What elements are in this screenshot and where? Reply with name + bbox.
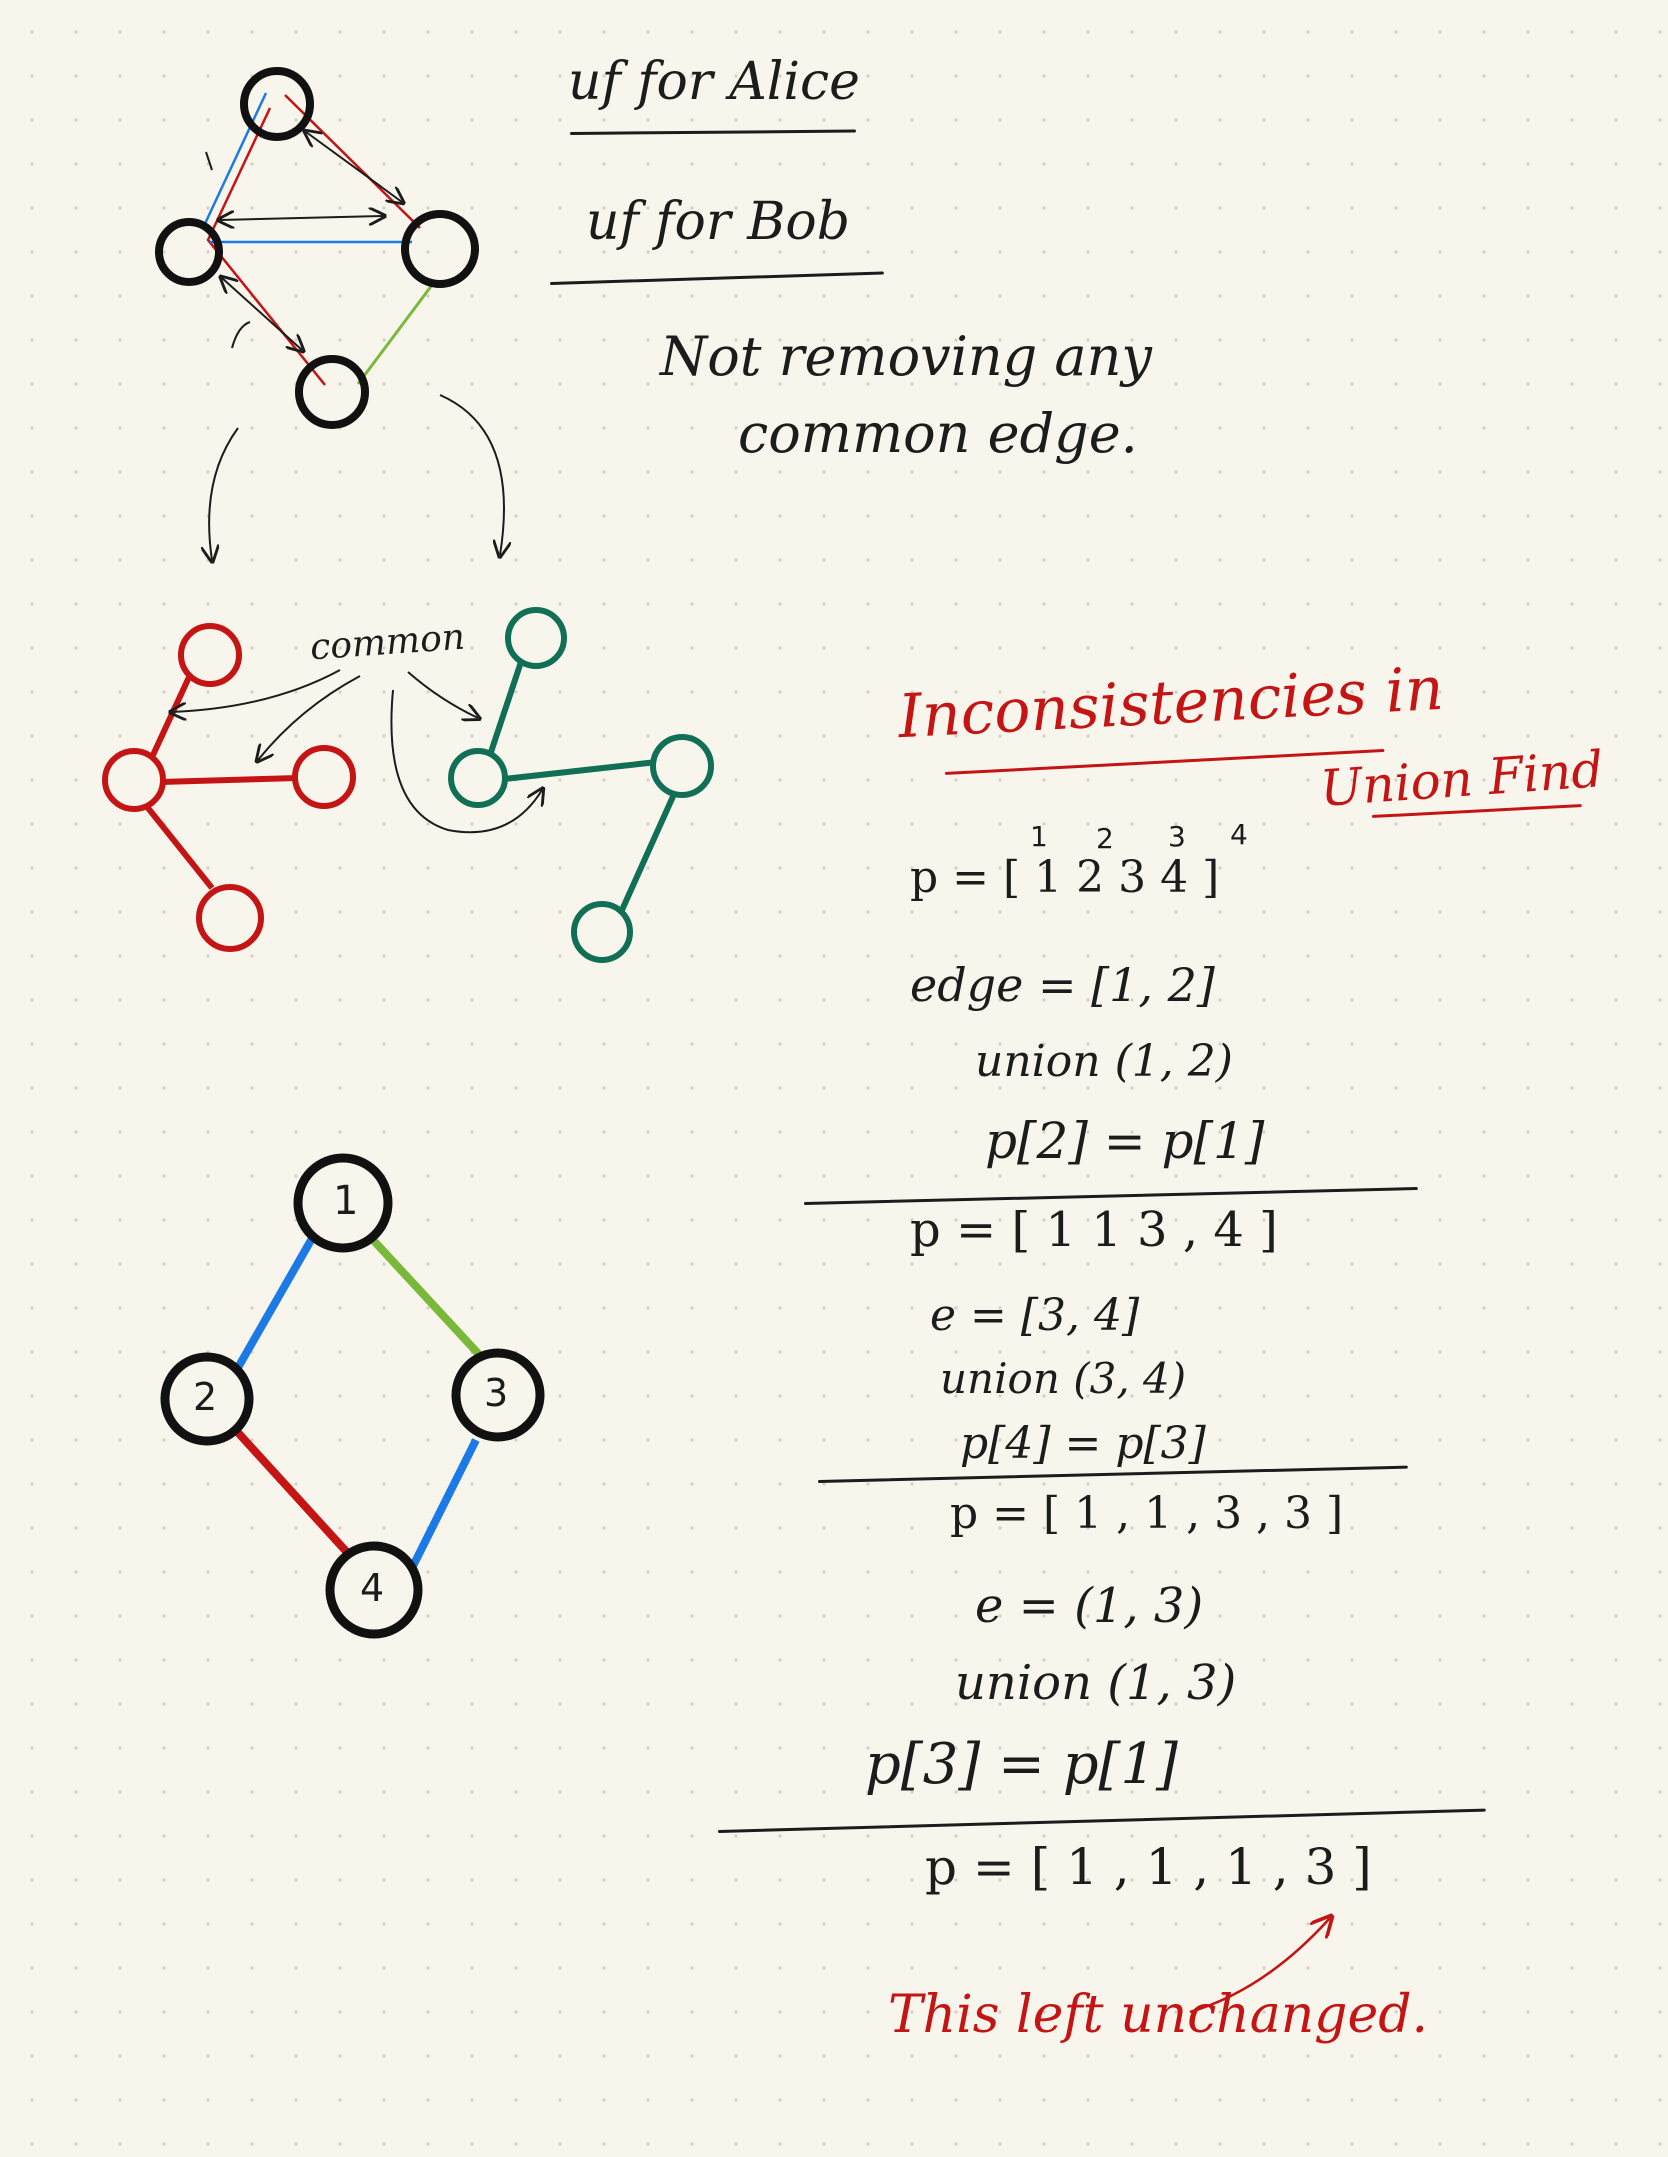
teal-node-4 <box>571 901 633 963</box>
edge-1-2 <box>228 1226 322 1380</box>
top-node-c <box>401 210 479 288</box>
unchanged-arrow <box>1189 1918 1330 2014</box>
top-arrow-1 <box>220 216 383 220</box>
edge-2-4 <box>229 1423 357 1563</box>
note-uf-bob: uf for Bob <box>586 192 851 252</box>
red-node-3 <box>292 745 356 809</box>
node-label-4: 4 <box>360 1566 385 1610</box>
top-blue-edge-1 <box>201 92 268 229</box>
teal-node-2 <box>448 748 508 808</box>
uf-step1-result: p = [ 1 1 3 , 4 ] <box>910 1202 1278 1258</box>
top-arrow-2 <box>306 132 402 202</box>
index-3: 3 <box>1168 820 1186 853</box>
top-node-d <box>295 355 369 429</box>
top-arrow-3 <box>222 278 302 350</box>
graph-node-1 <box>293 1153 393 1253</box>
top-green-edge <box>356 284 434 385</box>
edge-1-3 <box>359 1225 489 1365</box>
uf-step2-result: p = [ 1 , 1 , 3 , 3 ] <box>950 1488 1344 1539</box>
uf-step1-edge: edge = [1, 2] <box>910 958 1215 1012</box>
uf-step3-assign: p[3] = p[1] <box>865 1732 1178 1797</box>
note-not-removing-1: Not removing any <box>660 325 1152 388</box>
red-node-2 <box>102 748 166 812</box>
uf-step1-union: union (1, 2) <box>975 1036 1233 1087</box>
index-2: 2 <box>1096 822 1114 855</box>
uf-step3-edge: e = (1, 3) <box>975 1578 1204 1634</box>
top-tick-1 <box>205 151 213 171</box>
node-label-3: 3 <box>484 1371 509 1415</box>
top-graph <box>155 67 504 560</box>
split-arrow-left <box>209 427 239 560</box>
top-node-a <box>240 67 314 141</box>
index-1: 1 <box>1030 820 1048 853</box>
graph-node-4 <box>325 1541 423 1639</box>
uf-step2-union: union (3, 4) <box>940 1354 1187 1403</box>
top-tick-2 <box>231 321 251 349</box>
numbered-graph <box>160 1153 545 1639</box>
alice-red-tree <box>102 623 356 952</box>
graph-node-3 <box>451 1348 545 1442</box>
edge-3-4 <box>406 1438 480 1574</box>
note-not-removing-2: common edge. <box>738 402 1138 465</box>
node-label-1: 1 <box>333 1178 359 1224</box>
red-node-1 <box>178 623 242 687</box>
uf-step3-union: union (1, 3) <box>955 1655 1237 1711</box>
graph-node-2 <box>160 1352 254 1446</box>
red-node-4 <box>196 884 264 952</box>
uf-step2-edge: e = [3, 4] <box>930 1290 1140 1341</box>
common-arrows <box>172 669 542 834</box>
top-red-edge-left <box>206 107 326 386</box>
uf-step1-assign: p[2] = p[1] <box>985 1112 1265 1170</box>
uf-step3-result: p = [ 1 , 1 , 1 , 3 ] <box>925 1838 1372 1896</box>
top-node-b <box>155 218 223 286</box>
uf-step2-assign: p[4] = p[3] <box>960 1418 1206 1469</box>
uf-initial: p = [ 1 2 3 4 ] <box>910 852 1220 903</box>
teal-node-3 <box>650 734 714 798</box>
split-arrow-right <box>439 394 504 555</box>
index-4: 4 <box>1230 818 1248 851</box>
note-left-unchanged: This left unchanged. <box>888 1985 1429 2045</box>
note-uf-alice: uf for Alice <box>568 52 860 112</box>
bob-teal-tree <box>448 607 714 963</box>
teal-node-1 <box>505 607 567 669</box>
node-label-2: 2 <box>193 1375 218 1419</box>
